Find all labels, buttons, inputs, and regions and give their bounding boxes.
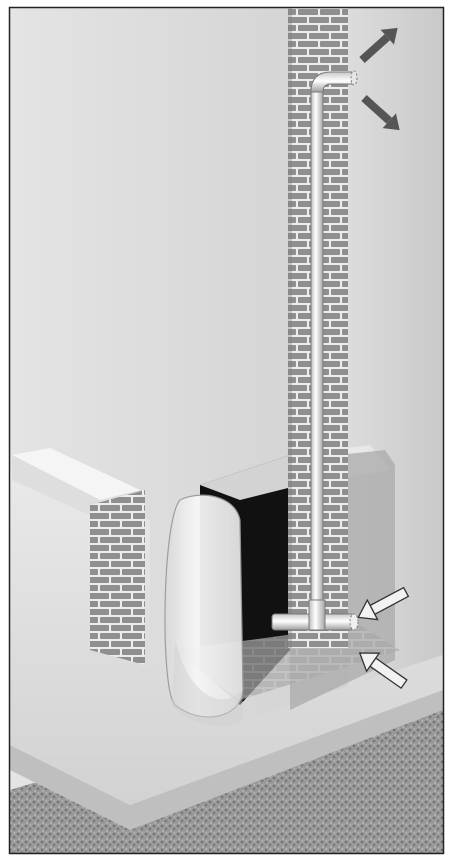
vent-pipe-vertical <box>311 86 323 626</box>
vent-pipe-inlet <box>350 614 358 630</box>
vent-pipe-outlet <box>351 71 357 85</box>
left-brick-wall <box>90 490 145 665</box>
